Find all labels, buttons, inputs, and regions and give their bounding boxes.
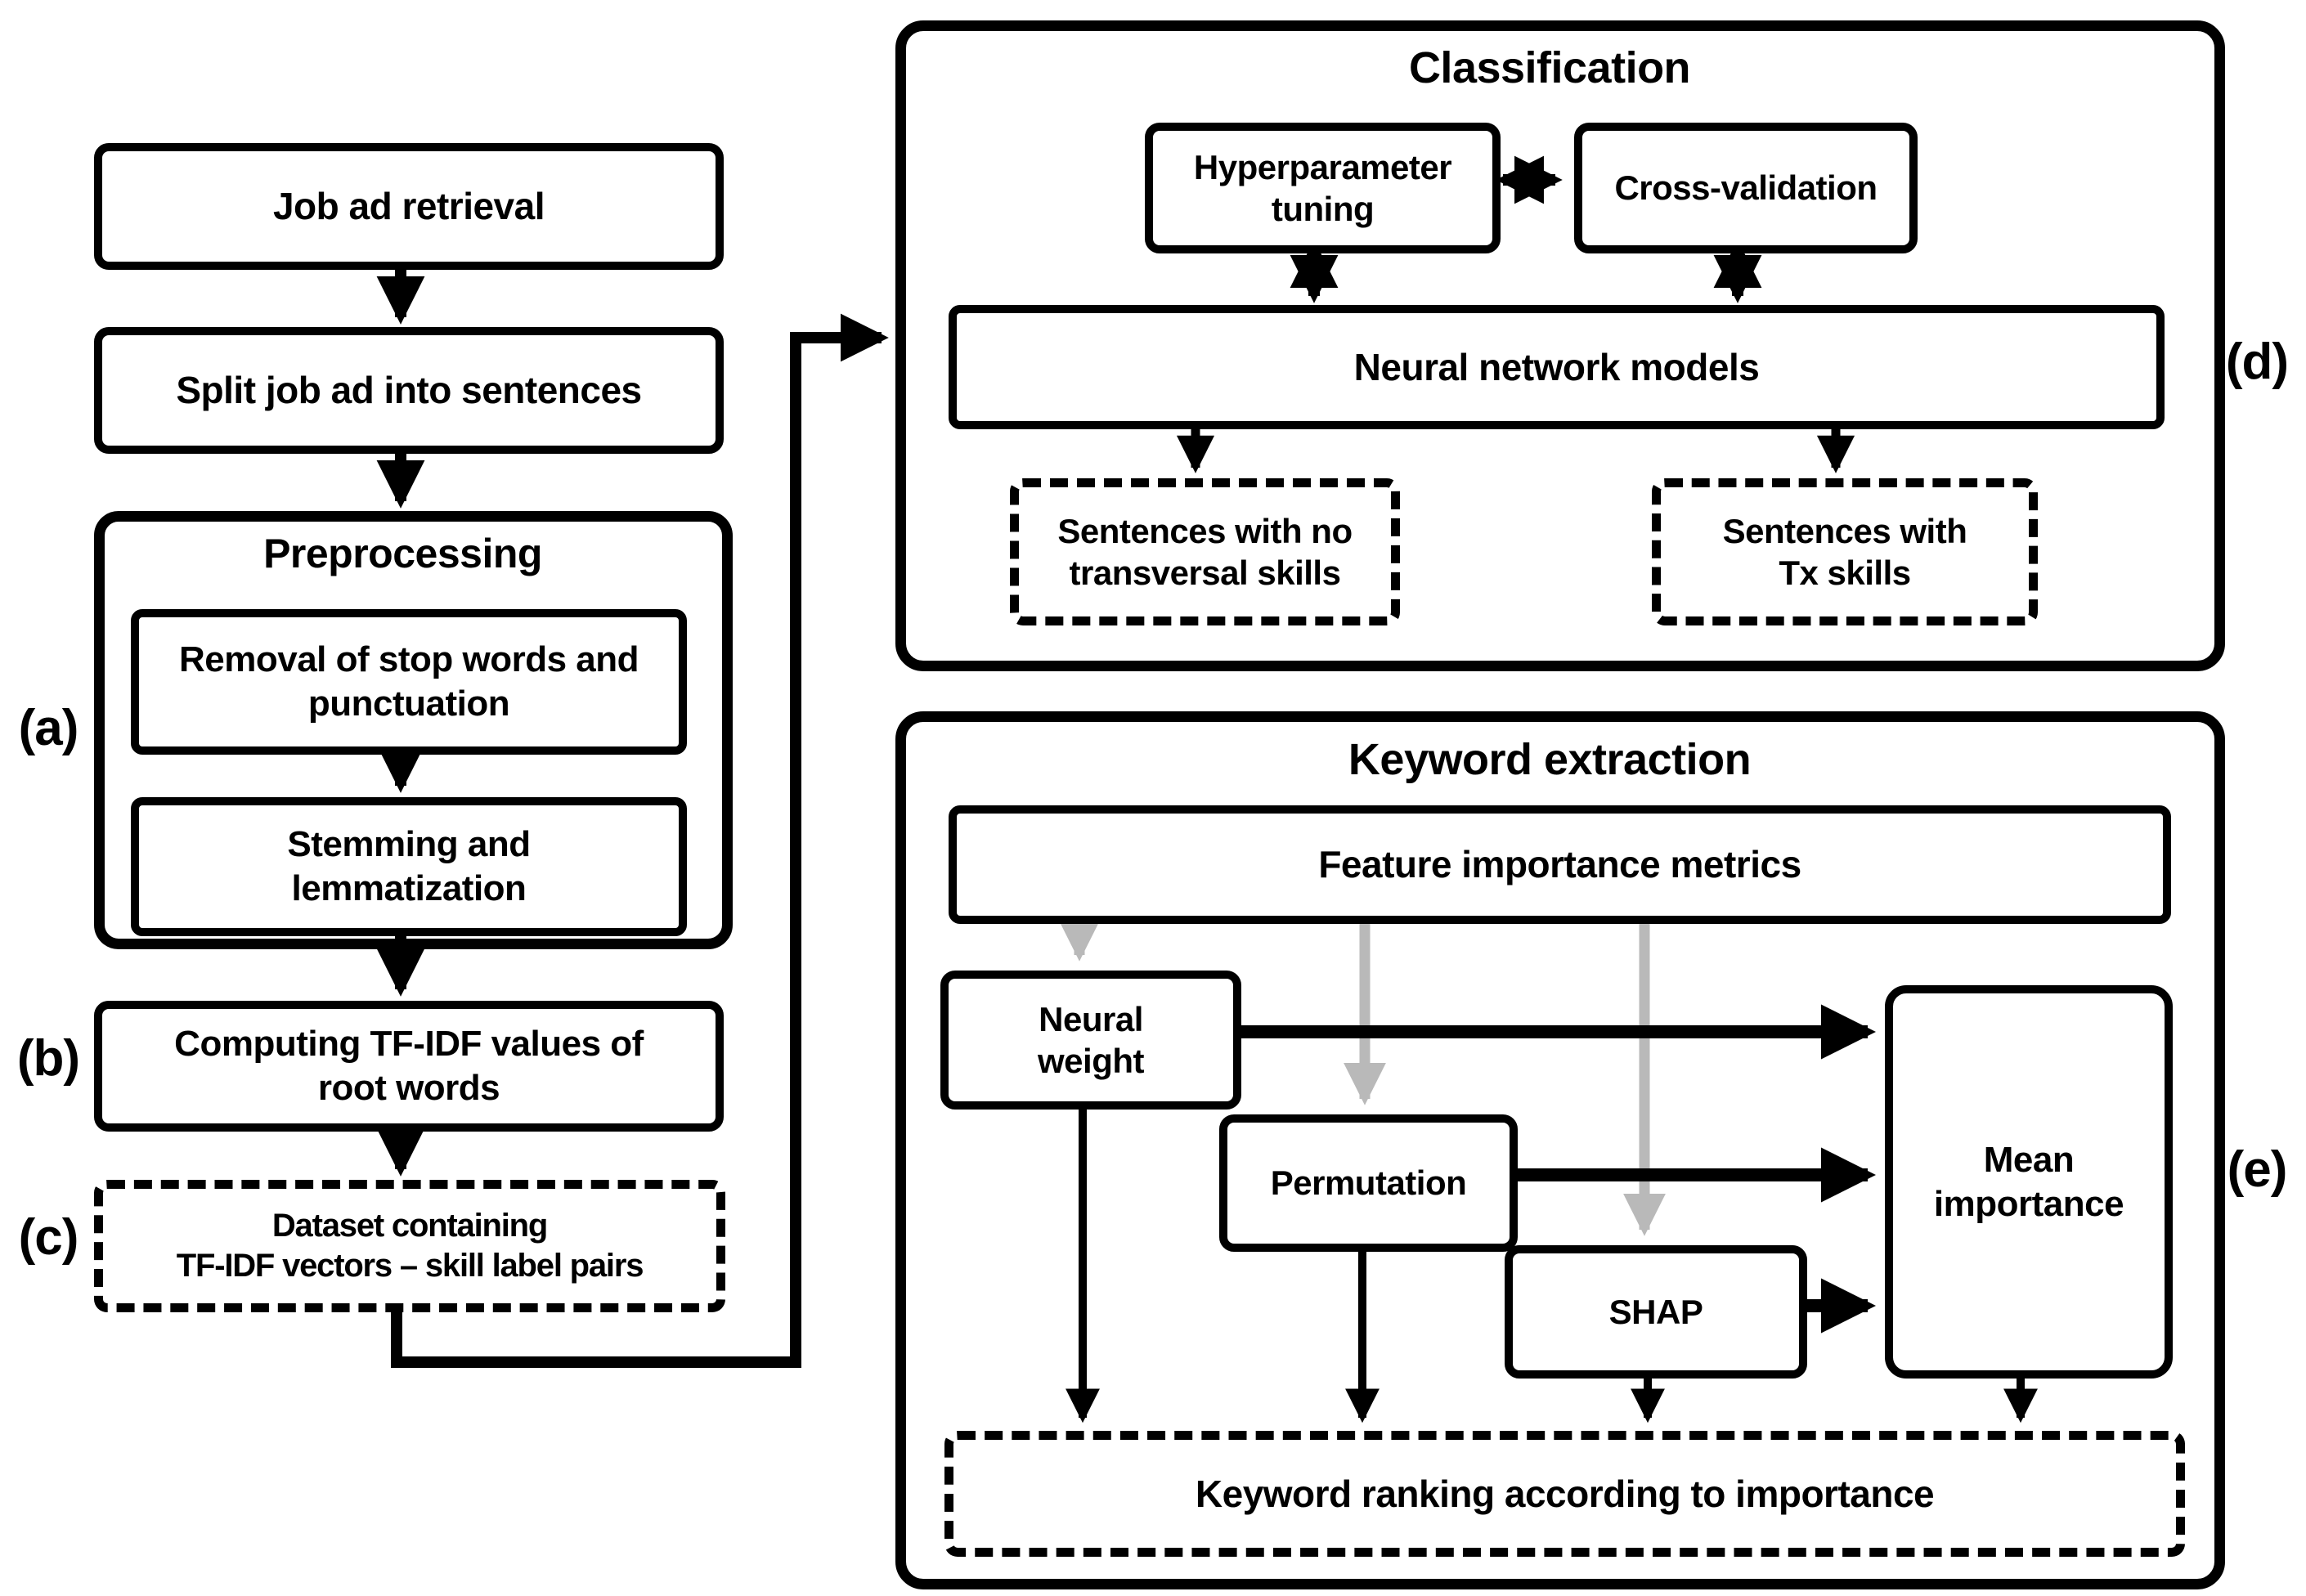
box-label-line1: Sentences with no xyxy=(1057,511,1353,550)
box-label-line2: punctuation xyxy=(307,684,510,724)
box-label: Neural network models xyxy=(1353,345,1760,388)
box-cross-validation: Cross-validation xyxy=(1574,123,1918,253)
box-feature-importance-metrics: Feature importance metrics xyxy=(949,805,2171,924)
box-label-line2: TF-IDF vectors – skill label pairs xyxy=(176,1248,644,1284)
panel-label-b: (b) xyxy=(16,1029,80,1087)
box-shap: SHAP xyxy=(1505,1245,1807,1379)
box-label-line2: tuning xyxy=(1271,190,1375,228)
box-label-line1: Hyperparameter xyxy=(1193,147,1452,186)
box-hyperparameter-tuning: Hyperparameter tuning xyxy=(1145,123,1501,253)
box-keyword-ranking: Keyword ranking according to importance xyxy=(944,1431,2185,1557)
keyword-extraction-title: Keyword extraction xyxy=(1348,735,1752,784)
box-label: Job ad retrieval xyxy=(272,185,545,228)
box-label-line1: Dataset containing xyxy=(271,1208,548,1244)
classification-title: Classification xyxy=(1408,43,1691,92)
box-label-line2: Tx skills xyxy=(1779,554,1911,592)
panel-label-e: (e) xyxy=(2227,1141,2288,1198)
panel-label-c: (c) xyxy=(18,1208,79,1266)
box-label-line2: root words xyxy=(317,1068,500,1108)
box-mean-importance: Mean importance xyxy=(1885,985,2173,1379)
box-label: SHAP xyxy=(1608,1292,1703,1331)
box-label: Cross-validation xyxy=(1614,168,1878,208)
box-label-line2: transversal skills xyxy=(1069,554,1341,592)
box-split-sentences: Split job ad into sentences xyxy=(94,327,724,454)
box-label-line1: Computing TF-IDF values of xyxy=(174,1024,644,1065)
box-label: Keyword ranking according to importance xyxy=(1195,1472,1935,1515)
box-label: Feature importance metrics xyxy=(1318,843,1801,886)
box-job-ad-retrieval: Job ad retrieval xyxy=(94,143,724,270)
panel-label-d: (d) xyxy=(2225,334,2289,390)
box-label: Permutation xyxy=(1270,1163,1467,1203)
box-label-line1: Neural xyxy=(1039,999,1143,1038)
box-dataset-tfidf-skill-pairs: Dataset containing TF-IDF vectors – skil… xyxy=(94,1180,725,1312)
box-permutation: Permutation xyxy=(1219,1114,1518,1252)
box-label-line2: weight xyxy=(1038,1042,1145,1080)
box-tfidf-computation: Computing TF-IDF values of root words xyxy=(94,1001,724,1132)
box-label-line1: Removal of stop words and xyxy=(178,639,639,680)
panel-label-a: (a) xyxy=(18,699,79,756)
box-sentences-tx-skills: Sentences with Tx skills xyxy=(1652,478,2038,625)
box-label-line1: Sentences with xyxy=(1722,511,1967,550)
box-neural-network-models: Neural network models xyxy=(949,305,2165,429)
box-label-line1: Mean xyxy=(1983,1139,2075,1180)
connector-dataset-to-classification xyxy=(391,313,889,1368)
box-label-line2: lemmatization xyxy=(291,868,527,908)
preprocessing-title: Preprocessing xyxy=(263,531,542,576)
box-label: Split job ad into sentences xyxy=(176,369,642,412)
box-sentences-no-transversal-skills: Sentences with no transversal skills xyxy=(1010,478,1400,625)
box-stemming-lemmatization: Stemming and lemmatization xyxy=(131,797,687,936)
box-neural-weight: Neural weight xyxy=(940,971,1241,1110)
box-label-line1: Stemming and xyxy=(287,824,531,865)
box-stopword-removal: Removal of stop words and punctuation xyxy=(131,609,687,755)
box-label-line2: importance xyxy=(1933,1183,2124,1224)
